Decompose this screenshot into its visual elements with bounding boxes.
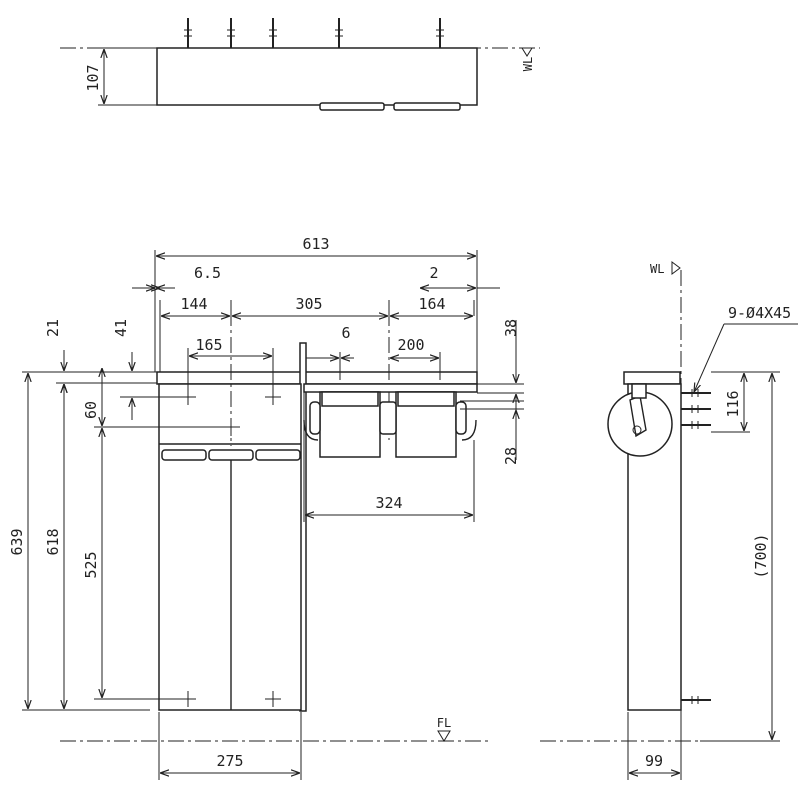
dim-525: 525 [82, 551, 100, 578]
top-view-body [156, 47, 478, 106]
fl-label: FL [437, 716, 451, 730]
dim-6: 6 [341, 324, 350, 342]
dim-305: 305 [295, 295, 322, 313]
wl-label-top: WL [521, 57, 535, 71]
dim-41: 41 [112, 319, 130, 337]
paper-holders [303, 383, 478, 458]
fl-symbol [437, 730, 451, 742]
wl-symbol-top [521, 47, 533, 57]
dim-144: 144 [180, 295, 207, 313]
side-shelf [623, 371, 681, 385]
dim-613: 613 [302, 235, 329, 253]
side-view: WL 9-Ø4X45 116 (700) [540, 261, 798, 780]
wl-label-side: WL [650, 262, 664, 276]
top-holder-left [319, 102, 385, 111]
dim-top-height: 107 [84, 64, 102, 91]
dim-324: 324 [375, 494, 402, 512]
dim-116: 116 [724, 390, 742, 417]
front-shelf [156, 371, 478, 385]
wl-symbol-side [671, 261, 681, 275]
dim-275: 275 [216, 752, 243, 770]
dim-200: 200 [397, 336, 424, 354]
side-screws [681, 389, 711, 704]
dim-28: 28 [502, 447, 520, 465]
front-view: 613 6.5 2 144 305 164 165 6 200 [8, 235, 524, 780]
top-holder-right [393, 102, 461, 111]
dim-165: 165 [195, 336, 222, 354]
dim-2: 2 [429, 264, 438, 282]
top-view: 107 WL [60, 18, 540, 111]
dim-164: 164 [418, 295, 445, 313]
dim-700: (700) [752, 533, 770, 578]
dim-21: 21 [44, 319, 62, 337]
top-screws [184, 18, 444, 48]
cabinet-body [158, 383, 302, 711]
dim-639: 639 [8, 528, 26, 555]
screws-label: 9-Ø4X45 [728, 304, 791, 322]
dim-99: 99 [645, 752, 663, 770]
dim-60: 60 [82, 401, 100, 419]
dim-38: 38 [502, 319, 520, 337]
dim-6-5: 6.5 [194, 264, 221, 282]
dim-618: 618 [44, 528, 62, 555]
paper-roll [607, 391, 673, 457]
